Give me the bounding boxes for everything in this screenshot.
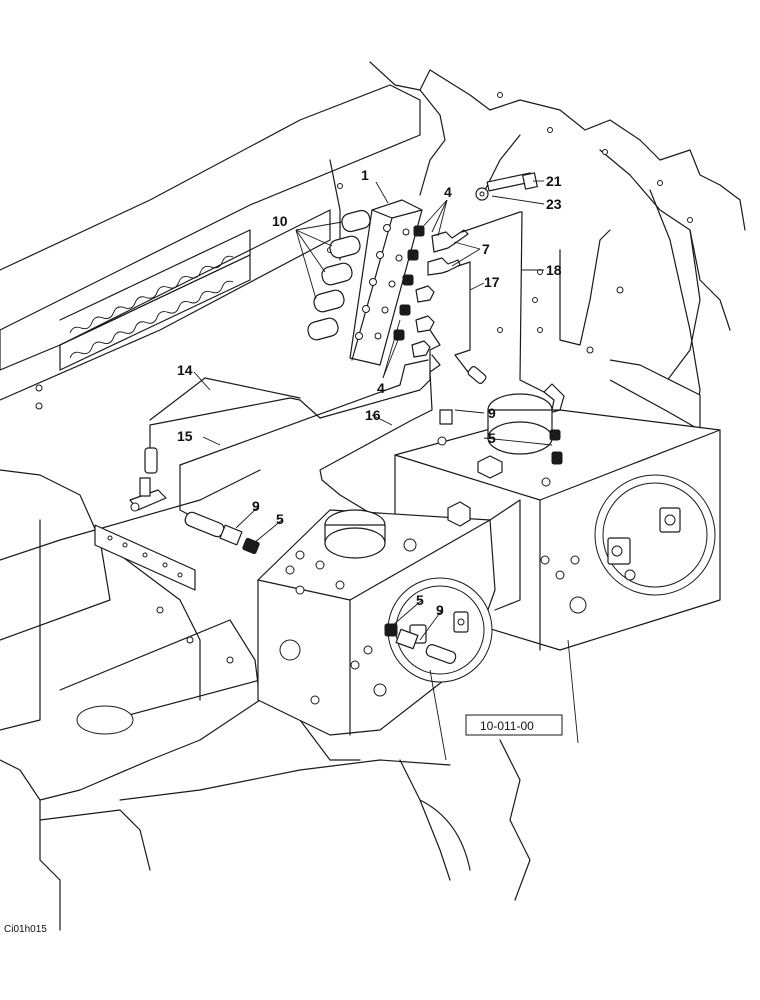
callout-18: 18 <box>546 262 562 278</box>
plug-group <box>307 209 371 341</box>
plug <box>341 209 371 233</box>
callout-17: 17 <box>484 274 500 290</box>
fitting-set-left <box>184 511 260 555</box>
plug <box>313 289 345 313</box>
callout-5-left: 5 <box>276 511 284 527</box>
plug <box>307 317 339 341</box>
reference-number: 10-011-00 <box>480 719 534 733</box>
callout-labels: 1 4 21 23 10 7 18 17 14 4 16 9 15 5 9 5 … <box>177 167 562 618</box>
callout-10: 10 <box>272 213 288 229</box>
callout-1: 1 <box>361 167 369 183</box>
callout-15: 15 <box>177 428 193 444</box>
callout-23: 23 <box>546 196 562 212</box>
reference-box: 10-011-00 <box>465 714 563 736</box>
plug <box>321 262 353 286</box>
image-code: Ci01h015 <box>4 924 47 935</box>
callout-5-lower: 5 <box>416 592 424 608</box>
manifold-block <box>349 199 423 366</box>
callout-4-lower: 4 <box>377 380 385 396</box>
callout-9-lower: 9 <box>436 602 444 618</box>
callout-5-upper: 5 <box>488 430 496 446</box>
left-drive-unit <box>257 499 521 736</box>
machine-frame <box>0 61 746 931</box>
fitting-group <box>393 225 469 358</box>
callout-16: 16 <box>365 407 381 423</box>
callout-14: 14 <box>177 362 193 378</box>
callout-9-upper: 9 <box>488 405 496 421</box>
bolt-and-washer <box>475 172 538 201</box>
tee-fitting <box>129 447 167 512</box>
plug <box>329 235 361 259</box>
callout-4: 4 <box>444 184 452 200</box>
callout-9-left: 9 <box>252 498 260 514</box>
leader-lines <box>193 180 579 761</box>
callout-21: 21 <box>546 173 562 189</box>
callout-7: 7 <box>482 241 490 257</box>
